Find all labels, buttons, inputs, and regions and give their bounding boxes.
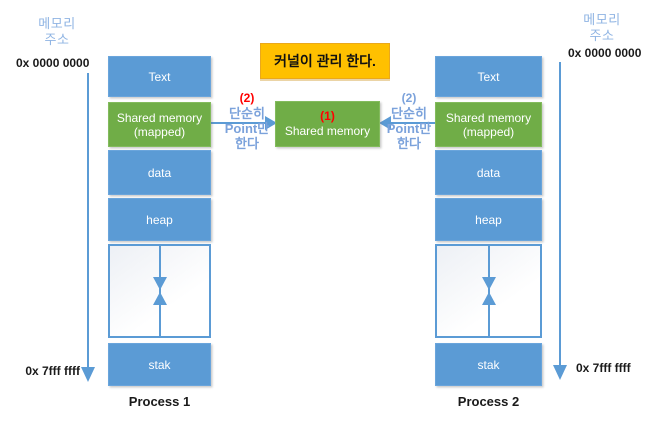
address-value-bottom-right: 0x 7fff ffff bbox=[576, 361, 631, 375]
process2-column: Text Shared memory (mapped) data heap st… bbox=[435, 0, 542, 430]
address-value-bottom-left: 0x 7fff ffff bbox=[25, 364, 80, 378]
annotation-right: (2) 단순히 Point만 한다 bbox=[378, 91, 440, 151]
arrow-down-icon bbox=[152, 277, 167, 290]
process2-title: Process 2 bbox=[457, 394, 520, 409]
memory-address-title-line1: 메모리 bbox=[583, 12, 621, 27]
block-heap: heap bbox=[435, 198, 542, 241]
memory-address-title-line2: 주소 bbox=[589, 28, 615, 43]
block-text: Text bbox=[435, 56, 542, 97]
annotation-line: 단순히 bbox=[391, 106, 427, 121]
block-stak: stak bbox=[108, 343, 211, 386]
center-shared-memory-label: Shared memory bbox=[284, 124, 371, 138]
arrow-down-icon bbox=[81, 367, 95, 382]
center-shared-memory-block: (1) Shared memory bbox=[275, 101, 380, 147]
block-heap: heap bbox=[108, 198, 211, 241]
arrow-up-icon bbox=[152, 292, 167, 305]
block-data: data bbox=[435, 150, 542, 195]
stack-growth-line bbox=[487, 246, 490, 336]
annotation-line: Point만 bbox=[224, 121, 270, 136]
annotation-left: (2) 단순히 Point만 한다 bbox=[216, 91, 278, 151]
memory-address-arrow-right bbox=[553, 62, 567, 380]
step-number: (2) bbox=[239, 91, 255, 105]
block-shared-memory-mapped: Shared memory (mapped) bbox=[108, 102, 211, 147]
annotation-line: 한다 bbox=[397, 136, 421, 151]
arrow-down-icon bbox=[481, 277, 496, 290]
memory-address-title-line2: 주소 bbox=[44, 32, 70, 47]
address-value-top-right: 0x 0000 0000 bbox=[568, 46, 642, 60]
memory-address-title-line1: 메모리 bbox=[38, 16, 76, 31]
memory-address-arrow-left bbox=[81, 73, 95, 382]
block-stak: stak bbox=[435, 343, 542, 386]
kernel-note-box: 커널이 관리 한다. bbox=[260, 43, 390, 79]
step-number: (1) bbox=[320, 109, 335, 123]
memory-address-label-right: 메모리 주소 bbox=[570, 12, 634, 44]
annotation-line: Point만 bbox=[386, 121, 432, 136]
block-text: Text bbox=[108, 56, 211, 97]
block-data: data bbox=[108, 150, 211, 195]
arrow-down-icon bbox=[553, 365, 567, 380]
step-number: (2) bbox=[401, 91, 417, 105]
annotation-line: 한다 bbox=[235, 136, 259, 151]
process1-title: Process 1 bbox=[128, 394, 191, 409]
kernel-note-text: 커널이 관리 한다. bbox=[274, 53, 376, 69]
arrow-up-icon bbox=[481, 292, 496, 305]
annotation-line: 단순히 bbox=[229, 106, 265, 121]
address-value-top-left: 0x 0000 0000 bbox=[16, 56, 90, 70]
block-shared-memory-mapped: Shared memory (mapped) bbox=[435, 102, 542, 147]
memory-address-label-left: 메모리 주소 bbox=[25, 16, 89, 48]
stack-growth-region bbox=[108, 244, 211, 338]
process1-column: Text Shared memory (mapped) data heap st… bbox=[108, 0, 211, 430]
stack-growth-region bbox=[435, 244, 542, 338]
stack-growth-line bbox=[158, 246, 161, 336]
